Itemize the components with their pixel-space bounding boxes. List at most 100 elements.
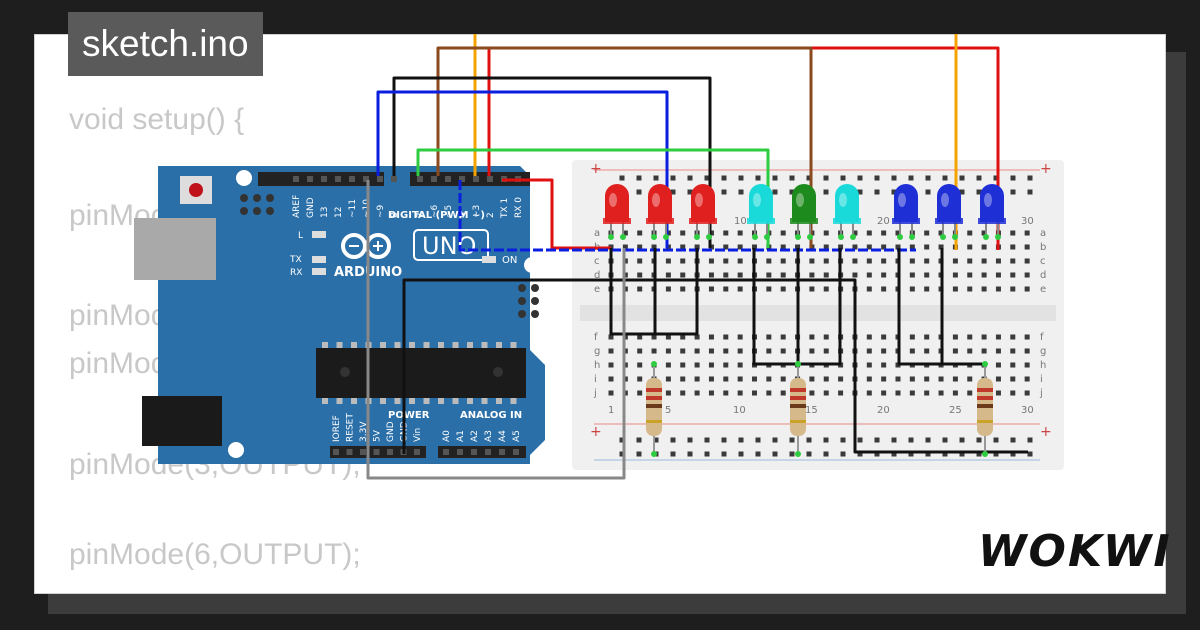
col-number: 5 — [665, 405, 671, 416]
pin-label: 2 — [486, 212, 496, 218]
pin-label: GND — [306, 197, 316, 218]
pin-label: A2 — [470, 430, 480, 442]
row-letter: j — [1039, 388, 1043, 399]
row-letter: b — [1040, 242, 1046, 253]
pin-label: RESET — [346, 413, 356, 442]
led[interactable] — [646, 184, 674, 240]
row-letter: d — [1040, 270, 1046, 281]
row-letter: j — [593, 388, 597, 399]
resistor[interactable] — [790, 361, 806, 457]
col-number: 1 — [608, 405, 614, 416]
pin-label: A0 — [442, 430, 452, 442]
pin-label: 7 — [416, 212, 426, 218]
analog-label: ANALOG IN — [460, 410, 522, 421]
pin-label: ~6 — [430, 204, 440, 218]
col-number: 10 — [733, 405, 746, 416]
power-jack — [142, 396, 222, 446]
row-letter: d — [594, 270, 600, 281]
row-letter: g — [594, 346, 600, 357]
pin-label: ~9 — [376, 204, 386, 218]
pin-label: A5 — [512, 430, 522, 442]
row-letter: c — [1040, 256, 1046, 267]
wire-black — [402, 278, 1028, 454]
pin-label: AREF — [292, 195, 302, 218]
resistor-group — [646, 361, 993, 457]
row-letter: e — [1040, 284, 1046, 295]
led[interactable] — [935, 184, 963, 240]
row-letter: e — [594, 284, 600, 295]
wire-black — [392, 76, 712, 248]
pin-label: RX 0 — [514, 197, 524, 218]
col-number: 30 — [1021, 216, 1034, 227]
plus-label: + — [590, 424, 602, 440]
col-number: 20 — [877, 405, 890, 416]
row-letter: i — [1040, 374, 1043, 385]
tx-label: TX — [289, 255, 302, 265]
led[interactable] — [603, 184, 631, 240]
led[interactable] — [747, 184, 775, 240]
pin-label: TX 1 — [500, 198, 510, 219]
row-letter: h — [594, 360, 600, 371]
microcontroller-chip — [316, 348, 526, 398]
row-letter: c — [594, 256, 600, 267]
wire-black — [897, 248, 985, 366]
pin-label: 4 — [458, 212, 468, 218]
resistor[interactable] — [977, 361, 993, 457]
col-number: 25 — [949, 405, 962, 416]
wokwi-logo: WOKWI — [978, 526, 1172, 577]
pin-label: A4 — [498, 430, 508, 442]
col-number: 10 — [734, 216, 747, 227]
wire-brown — [436, 46, 813, 248]
row-letter: f — [1040, 332, 1044, 343]
pin-label: 5V — [373, 429, 383, 442]
col-number: 30 — [1021, 405, 1034, 416]
row-letter: h — [1040, 360, 1046, 371]
wire-blue — [376, 90, 669, 248]
pin-label: ~3 — [472, 205, 482, 218]
col-number: 20 — [877, 216, 890, 227]
pin-label: GND — [386, 421, 396, 442]
pin-label: A3 — [484, 430, 494, 442]
pin-label: 12 — [334, 207, 344, 218]
col-number: 15 — [805, 405, 818, 416]
led[interactable] — [689, 184, 717, 240]
plus-label: + — [1040, 424, 1052, 440]
header-right — [410, 172, 530, 186]
power-label: POWER — [388, 410, 430, 421]
led[interactable] — [790, 184, 818, 240]
led-group — [603, 184, 1006, 240]
code-line: void setup() { — [69, 103, 245, 136]
pin-label: 13 — [320, 207, 330, 218]
on-label: ON — [502, 255, 517, 266]
row-letter: a — [594, 228, 600, 239]
pin-label: ~5 — [444, 205, 454, 218]
plus-label: + — [1040, 161, 1052, 177]
row-letter: g — [1040, 346, 1046, 357]
row-letter: a — [1040, 228, 1046, 239]
sketch-title: sketch.ino — [68, 12, 263, 76]
wire-gray — [366, 180, 626, 480]
pin-label: 8 — [390, 212, 400, 218]
row-letter: f — [594, 332, 598, 343]
board-name: UNO — [422, 232, 476, 260]
row-letter: i — [594, 374, 597, 385]
led[interactable] — [833, 184, 861, 240]
usb-port — [134, 218, 216, 280]
pin-label: ~11 — [348, 199, 358, 218]
wire-red — [502, 178, 611, 250]
resistor[interactable] — [646, 361, 662, 457]
code-line: pinMode(6,OUTPUT); — [69, 538, 361, 571]
led[interactable] — [978, 184, 1006, 240]
pin-label: A1 — [456, 430, 466, 442]
analog-header — [438, 446, 526, 458]
digital-label: DIGITAL (PWM ~) — [388, 210, 485, 221]
pin-label: 3.3V — [359, 421, 369, 442]
l-label: L — [298, 231, 303, 241]
rx-label: RX — [290, 268, 302, 278]
led[interactable] — [892, 184, 920, 240]
plus-label: + — [590, 161, 602, 177]
wire-blue — [458, 180, 916, 252]
pin-label: Vin — [413, 428, 423, 442]
